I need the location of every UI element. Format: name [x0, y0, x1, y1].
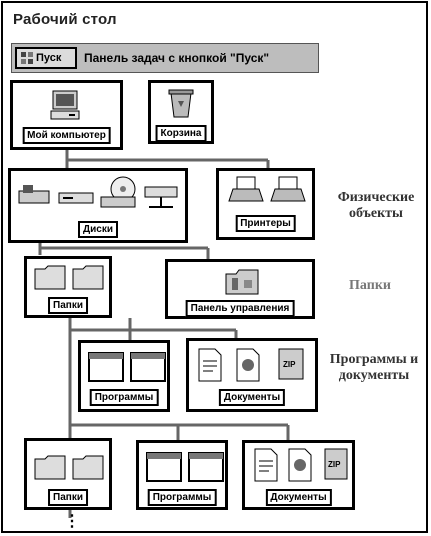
recycle-bin-icon	[168, 89, 194, 118]
documents-node[interactable]: ZIP Документы	[186, 338, 318, 412]
media-document-icon	[236, 348, 260, 382]
continuation-marker: ⋮	[64, 513, 80, 530]
windows-logo-icon	[21, 52, 33, 64]
folders-label-level2: Папки	[48, 489, 88, 506]
documents-label-level2: Документы	[265, 489, 332, 506]
my-computer-node[interactable]: Мой компьютер	[10, 80, 123, 150]
folder-icon	[72, 265, 104, 290]
documents-label: Документы	[218, 389, 286, 406]
physical-objects-caption: Физические объекты	[337, 190, 415, 221]
my-computer-label: Мой компьютер	[22, 127, 111, 144]
program-window-icon	[88, 352, 124, 382]
program-window-icon	[188, 452, 224, 482]
programs-label-level2: Программы	[147, 489, 217, 506]
start-button-label: Пуск	[36, 52, 62, 64]
folder-icon	[72, 455, 104, 480]
programs-node[interactable]: Программы	[78, 340, 170, 412]
printer-icon	[228, 176, 264, 202]
folders-node-level2[interactable]: Папки	[24, 438, 112, 510]
programs-documents-caption: Программы и документы	[329, 352, 419, 383]
zip-archive-icon: ZIP	[278, 348, 304, 380]
floppy-drive-icon	[18, 185, 50, 204]
start-button[interactable]: Пуск	[15, 47, 77, 69]
zip-archive-icon: ZIP	[324, 448, 348, 480]
printers-label: Принтеры	[235, 215, 296, 232]
folders-label: Папки	[48, 297, 88, 314]
text-document-icon	[198, 348, 222, 382]
svg-text:ZIP: ZIP	[283, 360, 296, 369]
folder-icon	[34, 455, 66, 480]
network-drive-icon	[144, 186, 178, 208]
printers-node[interactable]: Принтеры	[216, 168, 315, 240]
documents-node-level2[interactable]: ZIP Документы	[242, 440, 355, 510]
cd-drive-icon	[100, 176, 136, 208]
folders-node[interactable]: Папки	[24, 256, 112, 318]
desktop-title: Рабочий стол	[13, 11, 117, 28]
program-window-icon	[130, 352, 166, 382]
recycle-bin-node[interactable]: Корзина	[148, 80, 214, 144]
hard-drive-icon	[58, 192, 94, 204]
programs-label: Программы	[89, 389, 159, 406]
control-panel-icon	[225, 269, 259, 295]
program-window-icon	[146, 452, 182, 482]
control-panel-label: Панель управления	[185, 300, 295, 317]
recycle-bin-label: Корзина	[155, 125, 207, 142]
programs-node-level2[interactable]: Программы	[136, 440, 228, 510]
disks-label: Диски	[78, 221, 118, 238]
media-document-icon	[288, 448, 312, 482]
text-document-icon	[254, 448, 278, 482]
printer-icon	[270, 176, 306, 202]
disks-node[interactable]: Диски	[8, 168, 188, 243]
computer-icon	[50, 90, 80, 120]
taskbar: Пуск Панель задач с кнопкой "Пуск"	[11, 43, 319, 73]
control-panel-node[interactable]: Панель управления	[165, 259, 315, 319]
folders-caption: Папки	[349, 278, 391, 293]
svg-text:ZIP: ZIP	[328, 460, 341, 469]
taskbar-description: Панель задач с кнопкой "Пуск"	[84, 51, 270, 65]
folder-icon	[34, 265, 66, 290]
